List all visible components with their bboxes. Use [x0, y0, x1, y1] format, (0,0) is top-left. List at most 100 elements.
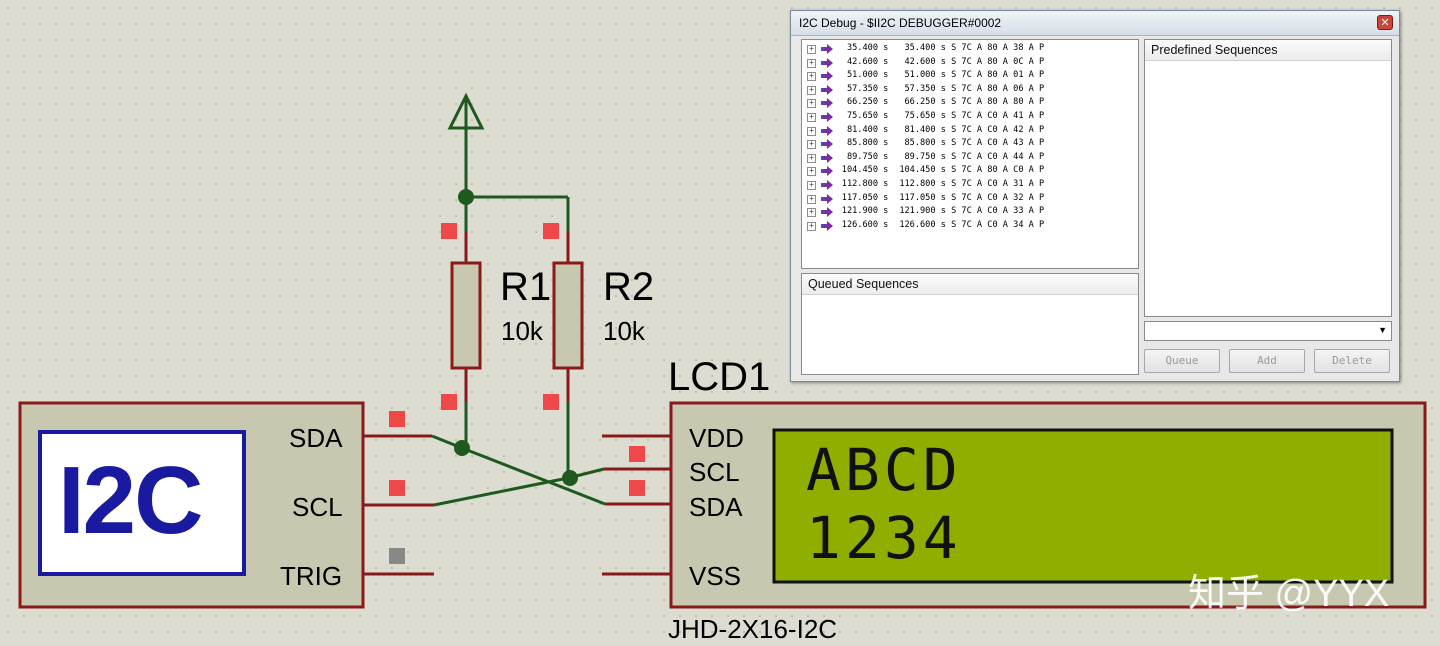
- log-time-end: 75.650: [904, 110, 936, 121]
- log-row-text: 42.600 s 42.600 s S 7C A 80 A 0C A P: [836, 56, 1044, 70]
- transfer-arrow-icon: [821, 57, 833, 68]
- log-time-start: 42.600: [846, 56, 878, 67]
- log-row[interactable]: +51.000 s 51.000 s S 7C A 80 A 01 A P: [802, 69, 1138, 83]
- r1-ref-label: R1: [500, 265, 552, 309]
- trig-pin-marker: [389, 548, 405, 564]
- expand-icon[interactable]: +: [807, 140, 816, 150]
- queued-sequences-panel[interactable]: Queued Sequences: [801, 273, 1139, 375]
- log-row-text: 57.350 s 57.350 s S 7C A 80 A 06 A P: [836, 83, 1044, 97]
- transfer-arrow-icon: [821, 193, 833, 204]
- i2c-pin-lines: [363, 434, 434, 576]
- transfer-arrow-icon: [821, 111, 833, 122]
- close-icon[interactable]: ✕: [1377, 15, 1393, 30]
- log-row[interactable]: +57.350 s 57.350 s S 7C A 80 A 06 A P: [802, 83, 1138, 97]
- i2c-pin-trig-label: TRIG: [280, 561, 343, 591]
- log-time-end: 112.800: [899, 178, 936, 189]
- log-sequence: s S 7C A C0 A 41 A P: [940, 110, 1045, 121]
- log-sequence: s S 7C A C0 A 42 A P: [940, 124, 1045, 135]
- sequence-select[interactable]: ▼: [1144, 321, 1392, 341]
- log-time-end: 51.000: [904, 70, 936, 81]
- expand-icon[interactable]: +: [807, 58, 816, 68]
- lcd-line-1: ABCD: [806, 436, 962, 504]
- log-row-text: 117.050 s 117.050 s S 7C A C0 A 32 A P: [836, 192, 1044, 206]
- i2c-logo-box: [38, 430, 246, 576]
- log-sequence: s S 7C A C0 A 32 A P: [940, 192, 1045, 203]
- transfer-arrow-icon: [821, 139, 833, 150]
- expand-icon[interactable]: +: [807, 126, 816, 136]
- expand-icon[interactable]: +: [807, 208, 816, 218]
- r2-value-label: 10k: [603, 316, 645, 346]
- lcd-line-2: 1234: [806, 504, 962, 572]
- expand-icon[interactable]: +: [807, 72, 816, 82]
- i2c-logo-text: I2C: [58, 447, 203, 554]
- log-sequence: s S 7C A 80 A 80 A P: [940, 97, 1045, 108]
- log-time-start: 104.450: [841, 165, 878, 176]
- log-row-text: 75.650 s 75.650 s S 7C A C0 A 41 A P: [836, 110, 1044, 124]
- i2c-pin-sda-label: SDA: [289, 423, 343, 453]
- transfer-arrow-icon: [821, 98, 833, 109]
- r2-ref-label: R2: [603, 265, 655, 309]
- window-title: I2C Debug - $II2C DEBUGGER#0002: [799, 16, 1002, 30]
- log-row[interactable]: +104.450 s 104.450 s S 7C A 80 A C0 A P: [802, 164, 1138, 178]
- junction-dot: [458, 189, 474, 205]
- predefined-sequences-panel[interactable]: Predefined Sequences: [1144, 39, 1392, 317]
- expand-icon[interactable]: +: [807, 99, 816, 109]
- log-time-end: 126.600: [899, 219, 936, 230]
- resistor-r1-body[interactable]: [450, 261, 482, 370]
- expand-icon[interactable]: +: [807, 194, 816, 204]
- log-row-text: 112.800 s 112.800 s S 7C A C0 A 31 A P: [836, 178, 1044, 192]
- log-row[interactable]: +121.900 s 121.900 s S 7C A C0 A 33 A P: [802, 205, 1138, 219]
- transaction-log-panel[interactable]: +35.400 s 35.400 s S 7C A 80 A 38 A P+42…: [801, 39, 1139, 269]
- log-row[interactable]: +42.600 s 42.600 s S 7C A 80 A 0C A P: [802, 56, 1138, 70]
- log-time-start: 51.000: [846, 70, 878, 81]
- log-sequence: s S 7C A 80 A C0 A P: [940, 165, 1045, 176]
- resistor-r2-body[interactable]: [552, 261, 584, 370]
- log-time-end: 104.450: [899, 165, 936, 176]
- expand-icon[interactable]: +: [807, 45, 816, 54]
- delete-button[interactable]: Delete: [1314, 349, 1390, 373]
- log-row[interactable]: +66.250 s 66.250 s S 7C A 80 A 80 A P: [802, 96, 1138, 110]
- lcd-part-label: JHD-2X16-I2C: [668, 614, 838, 644]
- log-sequence: s S 7C A C0 A 33 A P: [940, 206, 1045, 217]
- log-time-start: 81.400: [846, 124, 878, 135]
- log-row-text: 121.900 s 121.900 s S 7C A C0 A 33 A P: [836, 205, 1044, 219]
- log-row[interactable]: +126.600 s 126.600 s S 7C A C0 A 34 A P: [802, 219, 1138, 233]
- log-row[interactable]: +35.400 s 35.400 s S 7C A 80 A 38 A P: [802, 42, 1138, 56]
- log-time-start: 112.800: [841, 178, 878, 189]
- lcd-pin-vss-label: VSS: [689, 561, 742, 591]
- junction-dot: [562, 470, 578, 486]
- queue-button[interactable]: Queue: [1144, 349, 1220, 373]
- expand-icon[interactable]: +: [807, 180, 816, 190]
- log-time-end: 89.750: [904, 151, 936, 162]
- r1-value-label: 10k: [501, 316, 543, 346]
- log-row[interactable]: +85.800 s 85.800 s S 7C A C0 A 43 A P: [802, 137, 1138, 151]
- expand-icon[interactable]: +: [807, 153, 816, 163]
- lcd-pin-scl-label: SCL: [689, 457, 740, 487]
- expand-icon[interactable]: +: [807, 167, 816, 177]
- expand-icon[interactable]: +: [807, 112, 816, 122]
- log-time-end: 57.350: [904, 83, 936, 94]
- add-button[interactable]: Add: [1229, 349, 1305, 373]
- transfer-arrow-icon: [821, 84, 833, 95]
- transfer-arrow-icon: [821, 44, 833, 54]
- transfer-arrow-icon: [821, 179, 833, 190]
- chevron-down-icon[interactable]: ▼: [1378, 325, 1387, 335]
- log-row[interactable]: +89.750 s 89.750 s S 7C A C0 A 44 A P: [802, 151, 1138, 165]
- queued-sequences-header: Queued Sequences: [802, 274, 1138, 295]
- log-row[interactable]: +81.400 s 81.400 s S 7C A C0 A 42 A P: [802, 124, 1138, 138]
- log-row-text: 104.450 s 104.450 s S 7C A 80 A C0 A P: [836, 164, 1044, 178]
- i2c-debug-window[interactable]: I2C Debug - $II2C DEBUGGER#0002 ✕ +35.40…: [790, 10, 1400, 382]
- expand-icon[interactable]: +: [807, 85, 816, 95]
- log-time-end: 121.900: [899, 206, 936, 217]
- log-row-text: 51.000 s 51.000 s S 7C A 80 A 01 A P: [836, 69, 1044, 83]
- expand-icon[interactable]: +: [807, 221, 816, 231]
- log-row[interactable]: +75.650 s 75.650 s S 7C A C0 A 41 A P: [802, 110, 1138, 124]
- log-time-end: 42.600: [904, 56, 936, 67]
- log-sequence: s S 7C A C0 A 34 A P: [940, 219, 1045, 230]
- window-titlebar[interactable]: I2C Debug - $II2C DEBUGGER#0002 ✕: [791, 11, 1399, 36]
- log-row[interactable]: +117.050 s 117.050 s S 7C A C0 A 32 A P: [802, 192, 1138, 206]
- transfer-arrow-icon: [821, 220, 833, 231]
- log-sequence: s S 7C A 80 A 01 A P: [940, 70, 1045, 81]
- log-row[interactable]: +112.800 s 112.800 s S 7C A C0 A 31 A P: [802, 178, 1138, 192]
